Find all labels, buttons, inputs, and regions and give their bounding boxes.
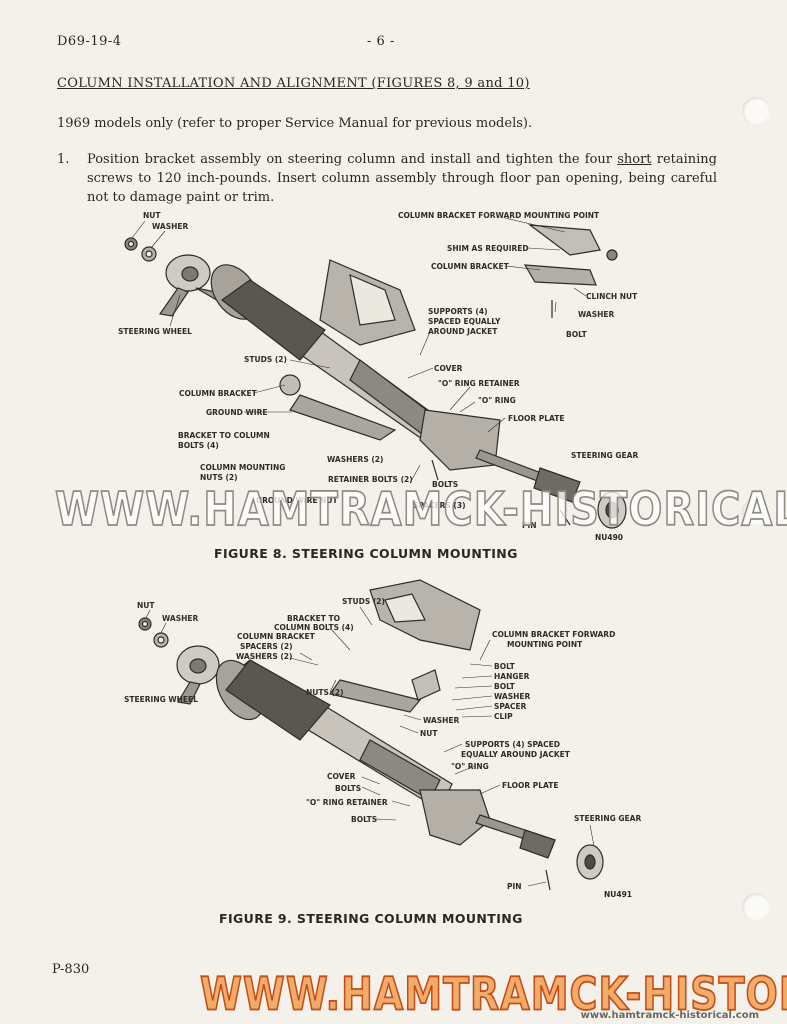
label-pin: PIN — [507, 882, 522, 891]
intro-paragraph: 1969 models only (refer to proper Servic… — [57, 116, 533, 131]
section-title: COLUMN INSTALLATION AND ALIGNMENT (FIGUR… — [57, 76, 530, 91]
figure-8-caption: FIGURE 8. STEERING COLUMN MOUNTING — [214, 546, 518, 561]
label-washers: WASHERS (2) — [236, 652, 293, 661]
label-retainer-bolts: RETAINER BOLTS (2) — [328, 475, 413, 484]
label-floor-plate: FLOOR PLATE — [508, 414, 565, 423]
figure-8-number: NU490 — [595, 533, 624, 542]
label-forward-1: COLUMN BRACKET FORWARD — [492, 630, 616, 639]
watermark-bottom: WWW.HAMTRAMCK-HISTORICAL.COM — [199, 967, 787, 1022]
label-supports: SUPPORTS (4) — [428, 307, 488, 316]
label-shim: SHIM AS REQUIRED — [447, 244, 529, 253]
label-spacers: SPACERS (3) — [413, 501, 466, 510]
figure-9-caption: FIGURE 9. STEERING COLUMN MOUNTING — [219, 911, 523, 926]
label-supports-3: AROUND JACKET — [428, 327, 498, 336]
label-column-bracket: COLUMN BRACKET — [179, 389, 257, 398]
label-washer-3: WASHER — [423, 716, 460, 725]
label-ground-wire: GROUND WIRE — [206, 408, 268, 417]
label-clip: CLIP — [494, 712, 513, 721]
label-supports-1: SUPPORTS (4) SPACED — [465, 740, 560, 749]
footer-code: P-830 — [52, 962, 90, 977]
document-number: D69-19-4 — [57, 34, 122, 49]
label-bolts: BOLTS — [432, 480, 459, 489]
label-washers: WASHERS (2) — [327, 455, 384, 464]
label-clinch-nut: CLINCH NUT — [586, 292, 638, 301]
binder-hole-middle — [742, 498, 770, 526]
watermark-small: www.hamtramck-historical.com — [580, 1010, 759, 1021]
label-o-ring: "O" RING — [478, 396, 516, 405]
label-washer-right: WASHER — [578, 310, 615, 319]
label-supports-2: EQUALLY AROUND JACKET — [461, 750, 570, 759]
label-bolt-right: BOLT — [566, 330, 587, 339]
label-o-ring-retainer: "O" RING RETAINER — [438, 379, 520, 388]
page-number: - 6 - — [367, 34, 395, 49]
label-steering-gear: STEERING GEAR — [571, 451, 639, 460]
label-nut-2: NUT — [420, 729, 438, 738]
label-studs: STUDS (2) — [244, 355, 287, 364]
label-spacers-1: COLUMN BRACKET — [237, 632, 315, 641]
label-cover: COVER — [434, 364, 463, 373]
label-spacers-2: SPACERS (2) — [240, 642, 293, 651]
label-bracket-bolts-2: COLUMN BOLTS (4) — [274, 623, 354, 632]
label-floor-plate: FLOOR PLATE — [502, 781, 559, 790]
label-bracket-bolts-2: BOLTS (4) — [178, 441, 219, 450]
label-spacer: SPACER — [494, 702, 527, 711]
label-nuts: NUTS (2) — [306, 688, 344, 697]
label-bolts-2: BOLTS — [351, 815, 378, 824]
label-cover: COVER — [327, 772, 356, 781]
label-washer-2: WASHER — [494, 692, 531, 701]
label-nut: NUT — [137, 601, 155, 610]
label-o-ring: "O" RING — [451, 762, 489, 771]
binder-hole-top — [742, 97, 770, 125]
label-bolt-2: BOLT — [494, 682, 515, 691]
label-bracket-bolts-1: BRACKET TO — [287, 614, 340, 623]
label-bracket-bolts-1: BRACKET TO COLUMN — [178, 431, 270, 440]
label-studs: STUDS (2) — [342, 597, 385, 606]
label-steering-gear: STEERING GEAR — [574, 814, 642, 823]
label-washer: WASHER — [162, 614, 199, 623]
watermark-middle: WWW.HAMTRAMCK-HISTORICAL.COM — [54, 483, 787, 538]
label-ground-wire-nut: GROUND WIRE NUT — [256, 496, 338, 505]
label-mounting-nuts-2: NUTS (2) — [200, 473, 238, 482]
binder-hole-bottom — [742, 893, 770, 921]
label-mounting-nuts-1: COLUMN MOUNTING — [200, 463, 286, 472]
label-nut: NUT — [143, 211, 161, 220]
figure-9-number: NU491 — [604, 890, 633, 899]
label-column-bracket-top: COLUMN BRACKET — [431, 262, 509, 271]
label-hanger: HANGER — [494, 672, 530, 681]
emphasized-word: short — [617, 152, 652, 167]
step-number: 1. — [57, 152, 70, 167]
label-pin: PIN — [522, 521, 537, 530]
label-forward-2: MOUNTING POINT — [507, 640, 583, 649]
label-supports-2: SPACED EQUALLY — [428, 317, 501, 326]
step-text: Position bracket assembly on steering co… — [87, 152, 717, 205]
label-steering-wheel: STEERING WHEEL — [124, 695, 198, 704]
label-washer: WASHER — [152, 222, 189, 231]
label-steering-wheel: STEERING WHEEL — [118, 327, 192, 336]
label-column-bracket-forward: COLUMN BRACKET FORWARD MOUNTING POINT — [398, 211, 600, 220]
label-o-ring-retainer: "O" RING RETAINER — [306, 798, 388, 807]
label-bolts: BOLTS — [335, 784, 362, 793]
label-bolt: BOLT — [494, 662, 515, 671]
